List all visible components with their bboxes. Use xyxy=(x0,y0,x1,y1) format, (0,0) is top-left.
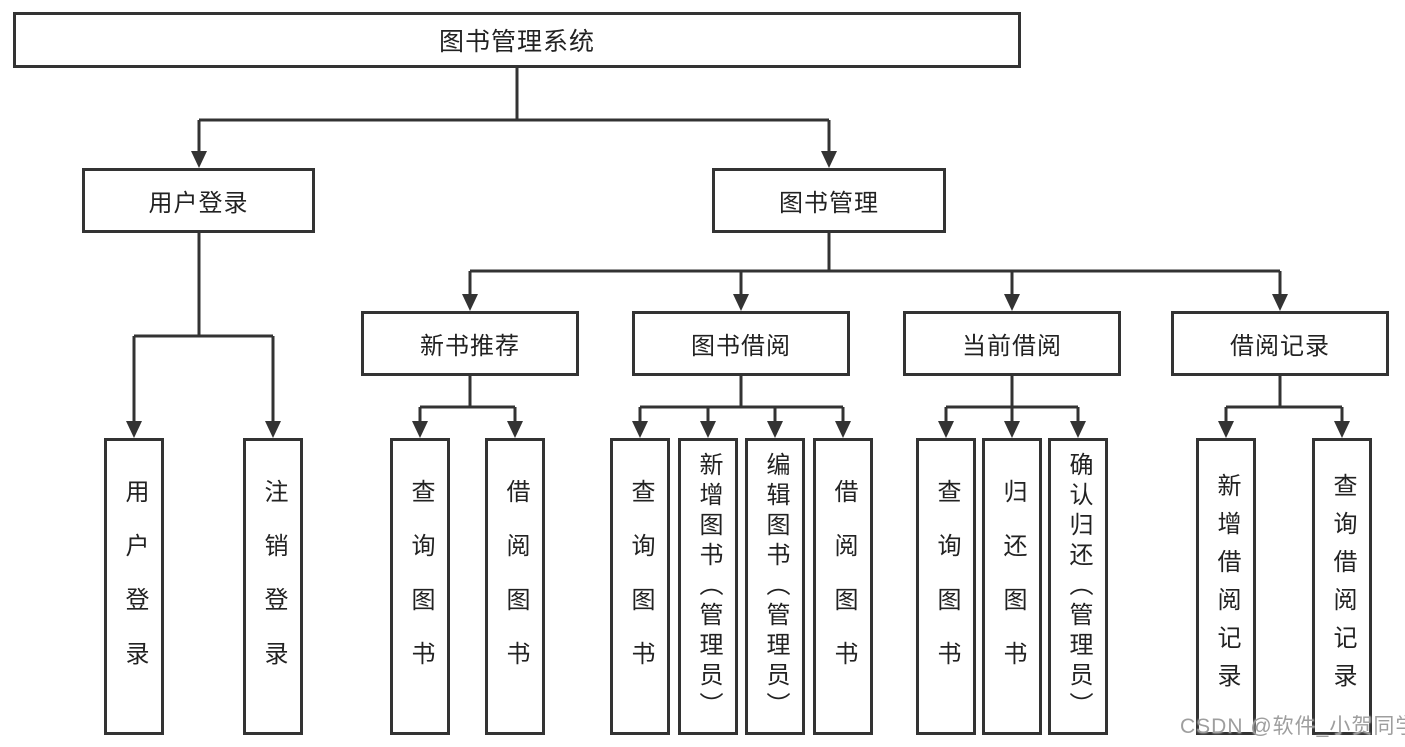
leaf-label: 借阅图书 xyxy=(502,478,529,695)
leaf-label: 新增借阅记录 xyxy=(1213,472,1240,701)
node-current-borrow-label: 当前借阅 xyxy=(962,333,1062,360)
node-new-book-recommend: 新书推荐 xyxy=(361,311,579,376)
node-root: 图书管理系统 xyxy=(13,12,1021,68)
node-book-management: 图书管理 xyxy=(712,168,946,233)
csdn-watermark: CSDN @软件_小贺同学 xyxy=(1180,715,1405,738)
leaf-current-return-book: 归还图书 xyxy=(982,438,1042,735)
leaf-recommend-borrow-book: 借阅图书 xyxy=(485,438,545,735)
leaf-label: 用户登录 xyxy=(121,478,148,695)
node-user-login-label: 用户登录 xyxy=(148,190,249,217)
leaf-recommend-query-book: 查询图书 xyxy=(390,438,450,735)
leaf-label: 编辑图书（管理员） xyxy=(762,451,789,722)
arrowhead-icons xyxy=(126,151,1350,438)
node-current-borrow: 当前借阅 xyxy=(903,311,1121,376)
leaf-user-login: 用户登录 xyxy=(104,438,164,735)
leaf-borrow-borrow-book: 借阅图书 xyxy=(813,438,873,735)
node-book-borrow-label: 图书借阅 xyxy=(691,333,791,360)
node-borrow-records-label: 借阅记录 xyxy=(1230,333,1330,360)
leaf-label: 查询借阅记录 xyxy=(1329,472,1356,701)
node-root-label: 图书管理系统 xyxy=(438,28,595,56)
leaf-label: 归还图书 xyxy=(999,478,1026,695)
leaf-label: 查询图书 xyxy=(407,478,434,695)
leaf-borrow-query-book: 查询图书 xyxy=(610,438,670,735)
leaf-records-query-record: 查询借阅记录 xyxy=(1312,438,1372,735)
leaf-current-query-book: 查询图书 xyxy=(916,438,976,735)
node-user-login: 用户登录 xyxy=(82,168,315,233)
leaf-label: 确认归还（管理员） xyxy=(1065,451,1092,722)
leaf-label: 借阅图书 xyxy=(830,478,857,695)
leaf-logout: 注销登录 xyxy=(243,438,303,735)
node-book-management-label: 图书管理 xyxy=(779,190,879,217)
leaf-current-confirm-return-admin: 确认归还（管理员） xyxy=(1048,438,1108,735)
leaf-label: 查询图书 xyxy=(933,478,960,695)
node-book-borrow: 图书借阅 xyxy=(632,311,850,376)
leaf-records-add-record: 新增借阅记录 xyxy=(1196,438,1256,735)
tree-edges xyxy=(132,68,1344,421)
leaf-label: 注销登录 xyxy=(260,478,287,695)
node-new-book-recommend-label: 新书推荐 xyxy=(420,333,520,360)
leaf-label: 新增图书（管理员） xyxy=(695,451,722,722)
leaf-borrow-edit-book-admin: 编辑图书（管理员） xyxy=(745,438,805,735)
node-borrow-records: 借阅记录 xyxy=(1171,311,1389,376)
leaf-label: 查询图书 xyxy=(627,478,654,695)
leaf-borrow-add-book-admin: 新增图书（管理员） xyxy=(678,438,738,735)
